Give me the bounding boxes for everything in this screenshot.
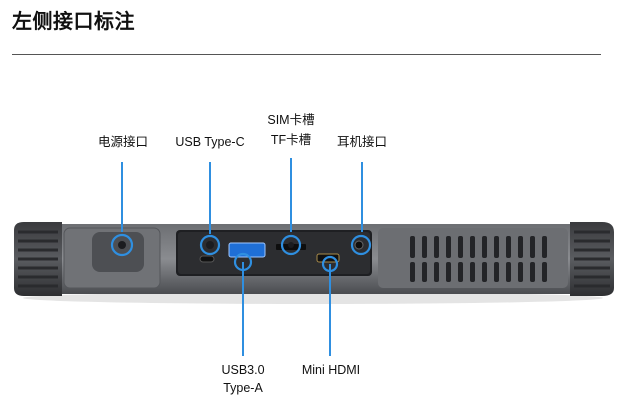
power-marker xyxy=(110,233,134,257)
label-power-port: 电源接口 xyxy=(97,135,148,149)
label-usb3: USB3.0 xyxy=(221,363,265,377)
usbc-marker xyxy=(199,234,221,256)
audio-jack-icon xyxy=(354,240,364,250)
vent-slots xyxy=(410,236,547,282)
earphone-marker xyxy=(350,234,372,256)
label-mini-hdmi: Mini HDMI xyxy=(301,363,361,377)
label-tf-slot: TF卡槽 xyxy=(270,133,312,147)
power-port-recess xyxy=(92,232,144,272)
usb-c-port-icon xyxy=(199,255,215,263)
label-type-a: Type-A xyxy=(223,381,263,395)
hdmi-marker xyxy=(321,255,339,273)
sim-marker xyxy=(280,234,302,256)
usb-a-port-icon xyxy=(228,242,266,258)
label-earphone: 耳机接口 xyxy=(336,135,387,149)
label-usb-c: USB Type-C xyxy=(175,135,245,149)
title-divider xyxy=(12,54,601,55)
left-bumper-ribs xyxy=(18,230,58,288)
usb3-marker xyxy=(233,252,253,272)
device-shadow xyxy=(23,292,603,304)
callout-lines xyxy=(121,158,363,356)
right-bumper-ribs xyxy=(574,230,610,288)
page-title: 左侧接口标注 xyxy=(12,9,135,33)
label-sim-slot: SIM卡槽 xyxy=(267,113,315,127)
callout-markers xyxy=(110,233,372,273)
